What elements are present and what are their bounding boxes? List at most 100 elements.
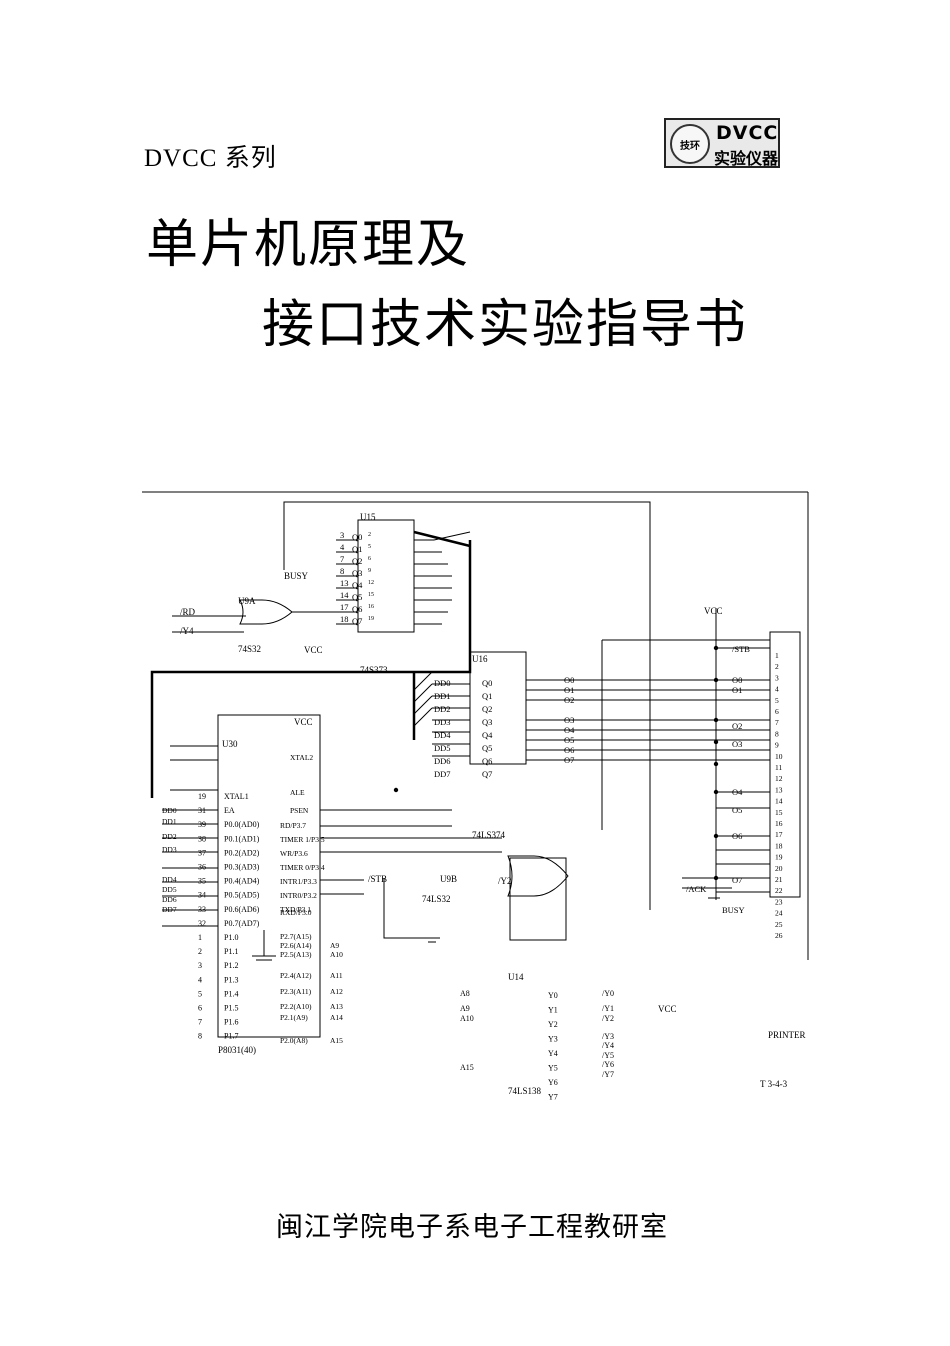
u16-o-net: O4 [564,725,575,735]
u30-name: U30 [222,739,238,749]
u15-q-pin: 19 [368,616,374,622]
u30-left-label: EA [224,806,235,815]
u30-left-pin: 2 [198,947,202,956]
u30-right-label: P2.0(A8) [280,1036,308,1045]
dd-net-label: DD3 [162,845,177,854]
u16-output-lines [526,679,770,761]
printer-o-net: O3 [732,739,742,749]
printer-pin-number: 22 [775,886,783,895]
u30-left-pin: 35 [198,877,206,886]
u14-input-label: A8 [460,989,470,998]
u16-output-label: Q2 [482,704,492,714]
u30-right-label: XTAL2 [290,753,313,762]
u15-part: 74S373 [360,665,388,675]
u30-left-label: XTAL1 [224,792,249,801]
u15-q-label: Q1 [352,544,362,554]
printer-o-net: O0 [732,675,742,685]
u16-input-label: DD0 [434,678,451,688]
u30-part: P8031(40) [218,1045,256,1055]
u30-left-label: P1.1 [224,947,238,956]
printer-vcc: VCC [704,606,723,616]
dd-net-label: DD1 [162,817,177,826]
printer-pin-number: 8 [775,729,779,738]
circuit-diagram: U15 74S373 U16 74LS374 U30 P8031(40) U14… [142,491,809,1102]
u30-right-label: TIMER 1/P3.5 [280,835,325,844]
u30-left-pin: 5 [198,989,202,998]
printer-pin-number: 1 [775,651,779,660]
u15-q-pin: 15 [368,592,374,598]
u15-output-bus [414,531,471,625]
u16-output-label: Q4 [482,730,493,740]
u14-output-label: Y0 [548,991,558,1000]
u30-left-label: P0.5(AD5) [224,891,260,900]
printer-pin-number: 23 [775,897,783,906]
printer-pin-number: 13 [775,785,783,794]
printer-pin-number: 18 [775,841,783,850]
u14-net-label: /Y4 [602,1041,614,1050]
u30-right-lines [320,809,502,895]
busy-net: BUSY [284,571,309,581]
printer-pin-number: 20 [775,864,783,873]
u15-d-pin: 14 [340,590,349,600]
printer-pin-number: 4 [775,685,779,694]
printer-name: PRINTER [768,1030,806,1040]
logo-emblem-icon: 技环 [670,124,710,164]
u30-left-pin: 34 [198,891,206,900]
u30-right-label: RXD/P3.0 [280,908,312,917]
u30-left-pin: 7 [198,1018,202,1027]
printer-pin-number: 10 [775,752,783,761]
u9b-gate [507,855,569,897]
dd-net-label: DD4 [162,875,177,884]
u30-left-label: P0.0(AD0) [224,820,260,829]
u14-input-label: A15 [460,1063,474,1072]
u30-right-label: PSEN [290,806,309,815]
u16-o-net: O7 [564,755,574,765]
u14-chip [509,857,567,941]
u30-right-label: P2.4(A12) [280,971,312,980]
u16-input-label: DD4 [434,730,451,740]
u30-left-label: P1.4 [224,989,238,998]
printer-pin-number: 25 [775,920,783,929]
u15-d-pin: 13 [340,578,349,588]
printer-pin-number: 12 [775,774,783,783]
u14-output-label: Y6 [548,1078,558,1087]
printer-pin-number: 26 [775,931,783,940]
u14-input-label: A10 [460,1014,474,1023]
u14-net-label: /Y1 [602,1004,614,1013]
figure-label: T 3-4-3 [760,1079,788,1089]
u15-q-label: Q5 [352,592,362,602]
u16-part: 74LS374 [472,830,506,840]
u9a-in1: /RD [180,607,196,617]
u30-right-label: P2.1(A9) [280,1013,308,1022]
u30-right-label: P2.3(A11) [280,987,312,996]
printer-pin-number: 14 [775,797,783,806]
u14-output-label: Y7 [548,1093,558,1102]
u15-q-pin: 6 [368,556,371,562]
u9a-vcc: VCC [304,645,323,655]
u15-q-label: Q3 [352,568,362,578]
u30-right-label: RD/P3.7 [280,821,306,830]
printer-o-net: O5 [732,805,742,815]
u16-output-label: Q1 [482,691,492,701]
u30-left-label: P1.5 [224,1004,238,1013]
u30-right-label: P2.5(A13) [280,950,312,959]
dd-net-label: DD6 [162,895,177,904]
u30-left-label: P1.3 [224,975,238,984]
u15-d-pin: 18 [340,614,349,624]
u16-input-label: DD5 [434,743,451,753]
u30-left-pin: 4 [198,975,202,984]
u9b-in1: /STB [368,874,387,884]
dd-net-label: DD7 [162,905,177,914]
u16-output-label: Q5 [482,743,492,753]
u30-left-lines [162,745,218,927]
u30-left-pin: 36 [198,863,206,872]
printer-o-net: O2 [732,721,742,731]
u30-left-pin: 3 [198,961,202,970]
u14-name: U14 [508,972,524,982]
u15-chip [357,519,415,633]
u30-left-label: P1.0 [224,933,238,942]
u9a-in2: /Y4 [180,626,194,636]
u30-vcc: VCC [294,717,313,727]
printer-pin-number: 15 [775,808,783,817]
u16-o-net: O1 [564,685,574,695]
